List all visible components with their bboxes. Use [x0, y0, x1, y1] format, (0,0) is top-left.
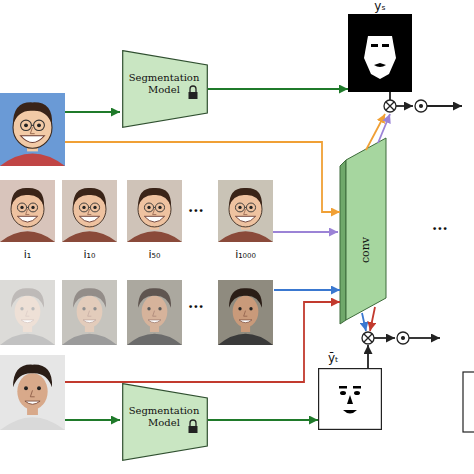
node-label: Segmentation Model [128, 72, 200, 96]
node-label: i₁ [0, 248, 55, 261]
partial-mask-box [463, 372, 474, 432]
mask-wire [389, 92, 391, 100]
red-wire [370, 307, 375, 331]
segmentation-model: Segmentation Model [122, 50, 208, 128]
output-wire [409, 337, 440, 339]
green-wire [65, 111, 120, 113]
product-wire [396, 105, 413, 107]
wires [65, 92, 462, 420]
dot-product-symbol [397, 332, 409, 344]
face-image [0, 180, 55, 242]
conv-slab [338, 138, 388, 324]
multiply-symbol [384, 100, 396, 112]
node-label: i₁₀₀₀ [218, 248, 273, 261]
source-mask: yₛ [348, 14, 412, 92]
blue-wire [274, 289, 340, 291]
ellipsis-label: ... [432, 216, 448, 234]
interpolated-image: i₅₀ [127, 180, 182, 266]
segmentation-model: Segmentation Model [122, 383, 208, 461]
arrow-connector [208, 88, 348, 90]
face-image [0, 93, 65, 166]
product-wire [374, 337, 395, 339]
arrow-connector [273, 231, 338, 233]
mask-image [318, 368, 382, 430]
ellipsis-label: ... [188, 198, 204, 216]
face-image [127, 180, 182, 242]
node-label: ȳₜ [328, 351, 339, 365]
face-images [0, 93, 273, 430]
ellipsis-label: ... [188, 294, 204, 312]
red-wire [65, 302, 340, 382]
blue-wire [362, 313, 366, 331]
node-label: yₛ [348, 0, 412, 13]
mask-image [348, 14, 412, 92]
interpolated-image: i₁₀ [62, 180, 117, 266]
face-image [62, 180, 117, 242]
dot-product-symbol [415, 100, 427, 112]
face-image [218, 180, 273, 242]
face-image [0, 280, 55, 345]
target-mask: ȳₜ [318, 368, 382, 430]
interpolated-image: i₁₀₀₀ [218, 180, 273, 266]
output-wire [427, 105, 462, 107]
node-label: i₁₀ [62, 248, 117, 261]
arrow-connector [208, 419, 318, 421]
node-label: i₅₀ [127, 248, 182, 261]
mask-wire [367, 345, 369, 368]
interpolated-image: i₁ [0, 180, 55, 266]
face-image [62, 280, 117, 345]
node-label: conv [359, 237, 372, 263]
face-image [127, 280, 182, 345]
node-label: Segmentation Model [128, 405, 200, 429]
multiply-symbol [362, 332, 374, 344]
conv-layer: conv [338, 138, 388, 324]
green-wire [65, 419, 120, 421]
face-image [0, 355, 65, 430]
face-image [218, 280, 273, 345]
